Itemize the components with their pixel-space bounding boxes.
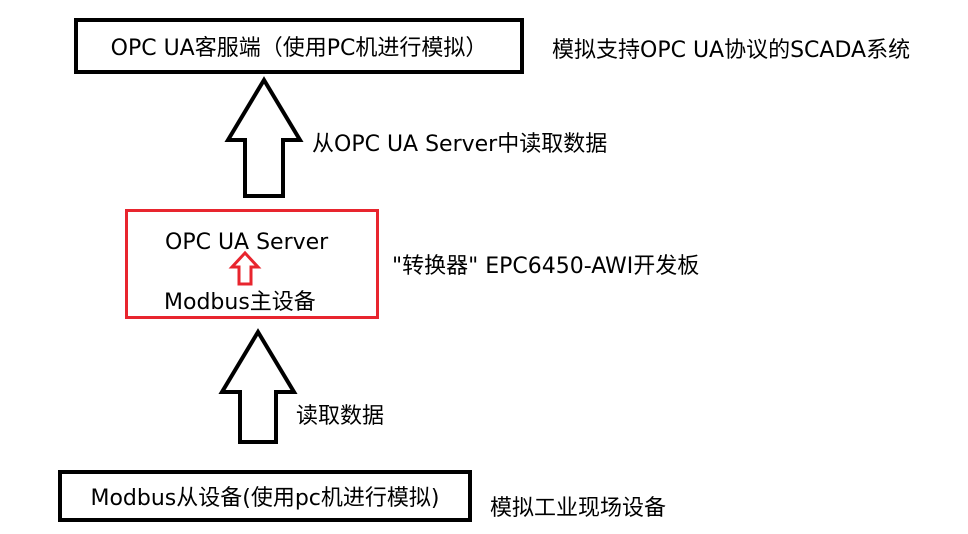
upper-up-arrow	[224, 76, 304, 198]
opc-ua-client-label: OPC UA客服端（使用PC机进行模拟）	[110, 36, 488, 61]
opc-ua-server-label: OPC UA Server	[165, 230, 329, 255]
slave-note: 模拟工业现场设备	[490, 496, 667, 521]
converter-note: "转换器" EPC6450-AWI开发板	[392, 254, 700, 279]
opc-ua-client-box: OPC UA客服端（使用PC机进行模拟）	[74, 18, 524, 74]
lower-arrow-label: 读取数据	[296, 404, 385, 429]
lower-up-arrow	[218, 328, 298, 444]
upper-arrow-label: 从OPC UA Server中读取数据	[312, 132, 608, 157]
client-note: 模拟支持OPC UA协议的SCADA系统	[552, 38, 911, 63]
modbus-slave-box: Modbus从设备(使用pc机进行模拟)	[58, 470, 472, 522]
converter-box: OPC UA Server Modbus主设备	[125, 209, 379, 319]
internal-up-arrow	[228, 250, 262, 286]
modbus-slave-label: Modbus从设备(使用pc机进行模拟)	[90, 486, 440, 511]
modbus-master-label: Modbus主设备	[164, 290, 316, 315]
